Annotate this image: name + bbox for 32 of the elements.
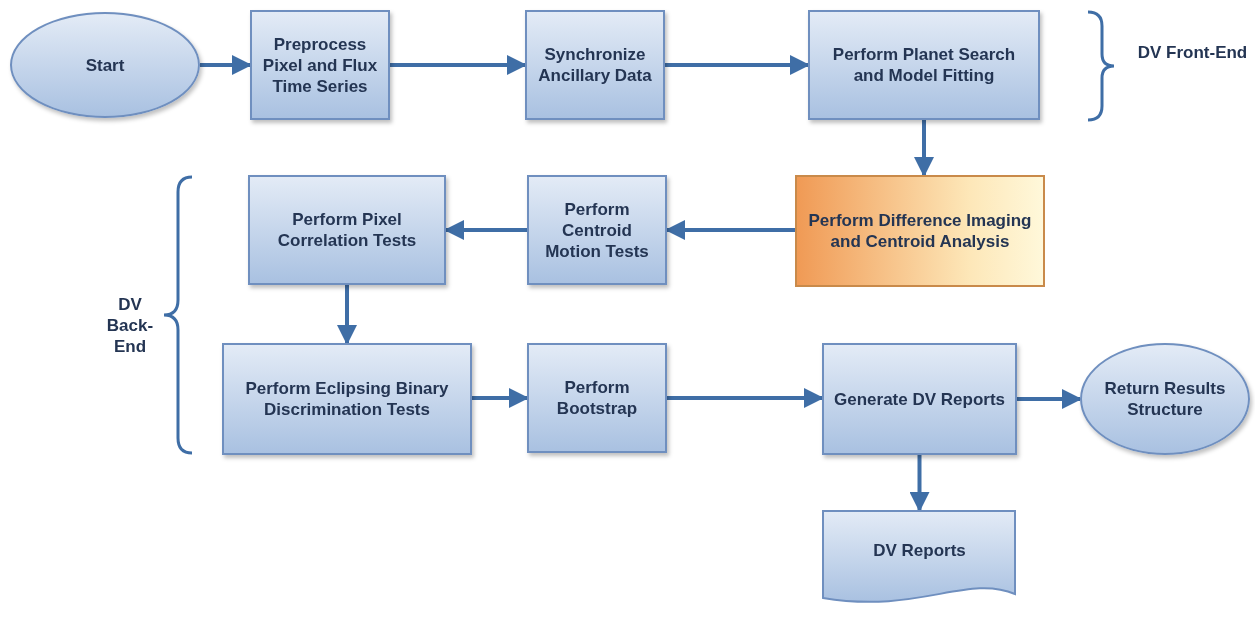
arrow [667, 388, 824, 408]
step-label: Perform Centroid Motion Tests [544, 198, 650, 262]
process-box [250, 10, 390, 120]
process-box [527, 175, 667, 285]
arrow [200, 55, 252, 75]
section-label: DV Front-End [1136, 42, 1249, 63]
step-label: Perform Difference Imaging and Centroid Analysis [807, 210, 1033, 252]
process-box [808, 10, 1040, 120]
step-label: Perform Pixel Correlation Tests [276, 209, 418, 251]
arrow [337, 285, 357, 345]
section-label: DV Back-End [105, 294, 155, 357]
step-label: Return Results Structure [1103, 378, 1227, 420]
highlighted-process-box [795, 175, 1045, 287]
step-label: DV Reports [872, 540, 967, 561]
step-label: Perform Bootstrap [555, 377, 639, 419]
process-box [822, 343, 1017, 455]
process-box [525, 10, 665, 120]
arrow [1017, 389, 1082, 409]
arrow [472, 388, 529, 408]
process-box [527, 343, 667, 453]
step-label: Generate DV Reports [833, 388, 1006, 410]
arrow [665, 55, 810, 75]
arrow [909, 455, 930, 512]
step-label: Perform Eclipsing Binary Discrimination Tests [244, 378, 450, 420]
process-box [222, 343, 472, 455]
step-label: Synchronize Ancillary Data [537, 44, 653, 86]
arrow [390, 55, 527, 75]
step-label: Preprocess Pixel and Flux Time Series [261, 33, 379, 97]
arrow [914, 120, 934, 177]
process-box [248, 175, 446, 285]
step-label: Start [84, 54, 126, 76]
step-label: Perform Planet Search and Model Fitting [831, 44, 1017, 86]
